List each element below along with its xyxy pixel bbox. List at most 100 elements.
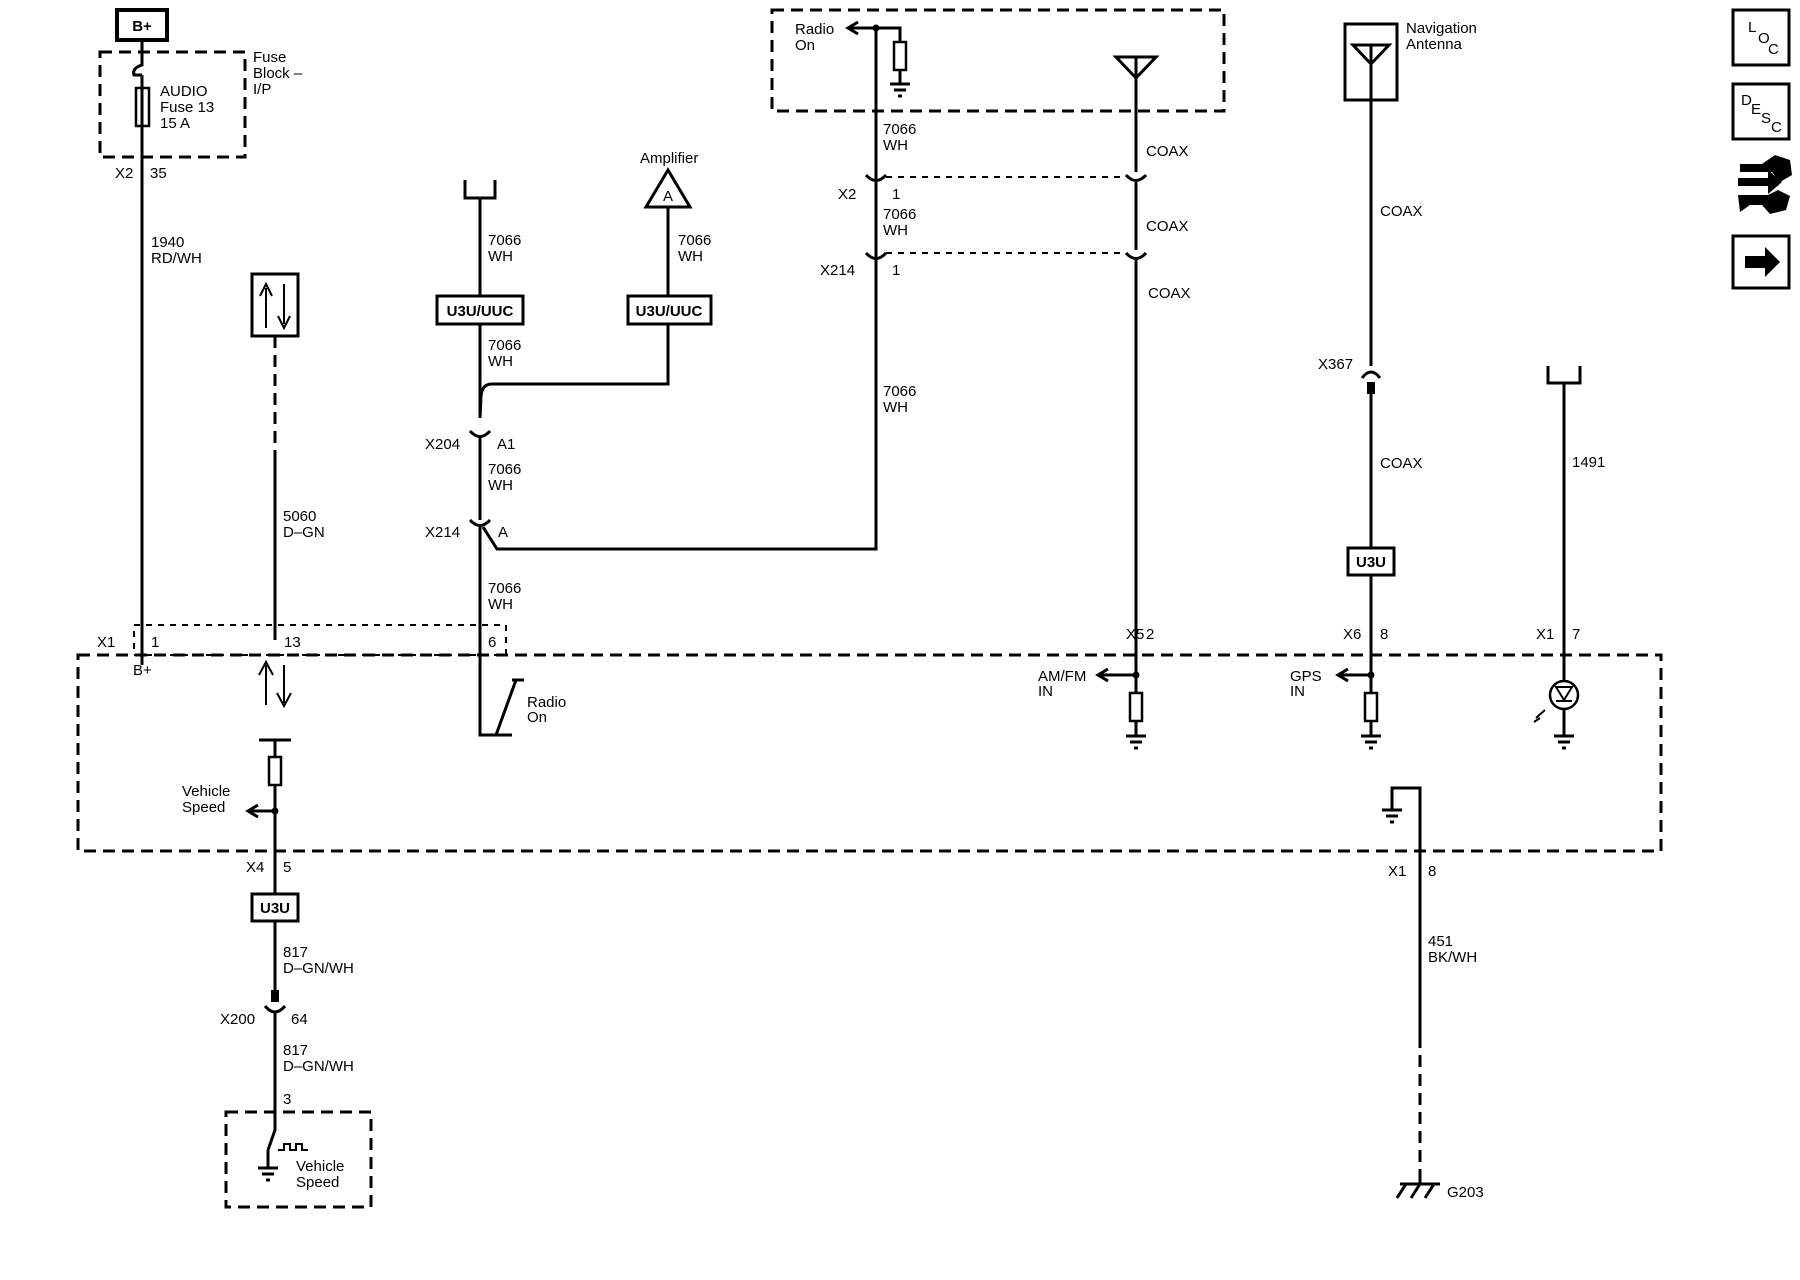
am-fm-label-2: IN <box>1038 683 1053 700</box>
loc-letter-l: L <box>1748 19 1756 36</box>
x1-pin-6: 6 <box>488 634 496 651</box>
battery-label: B+ <box>132 18 152 35</box>
amplifier-symbol: A <box>663 188 673 205</box>
module-radio-on-2: On <box>527 709 547 726</box>
wire-7066-label-c-color: WH <box>678 248 703 265</box>
x200-pin: 64 <box>291 1011 308 1028</box>
fuse-label-3: 15 A <box>160 115 190 132</box>
wire-7066-label-g-number: 7066 <box>883 206 916 223</box>
amplifier-label: Amplifier <box>640 150 698 167</box>
coax-label-3: COAX <box>1148 285 1191 302</box>
coax-label-2: COAX <box>1146 218 1189 235</box>
module-b-plus: B+ <box>133 662 152 679</box>
wire-5060-number: 5060 <box>283 508 316 525</box>
vss-label-1: Vehicle <box>296 1158 344 1175</box>
fuse-block-label-3: I/P <box>253 81 271 98</box>
wire-7066-label-d-color: WH <box>488 477 513 494</box>
gps-label-1: GPS <box>1290 668 1322 685</box>
wire-817-label-a-color: D–GN/WH <box>283 960 354 977</box>
x1b-pin: 7 <box>1572 626 1580 643</box>
x204-name: X204 <box>425 436 460 453</box>
coax-label-5: COAX <box>1380 455 1423 472</box>
x6-name: X6 <box>1343 626 1361 643</box>
vss-pin: 3 <box>283 1091 291 1108</box>
amplifier: Amplifier A <box>640 150 698 209</box>
wire-1940-color: RD/WH <box>151 250 202 267</box>
wire-7066-label-b-number: 7066 <box>488 337 521 354</box>
x4-pin: 5 <box>283 859 291 876</box>
x2-pin: 1 <box>892 186 900 203</box>
x1-pin-13: 13 <box>284 634 301 651</box>
description-button[interactable]: D E S C <box>1731 82 1791 141</box>
wire-7066-label-f-color: WH <box>883 137 908 154</box>
x204-pin: A1 <box>497 436 515 453</box>
wire-7066-label-g-color: WH <box>883 222 908 239</box>
gps-label-2: IN <box>1290 683 1305 700</box>
x5-pin: 2 <box>1146 626 1154 643</box>
x1-name: X1 <box>97 634 115 651</box>
wire-817-label-b-color: D–GN/WH <box>283 1058 354 1075</box>
location-button[interactable]: L O C <box>1731 8 1791 67</box>
desc-letter-c: C <box>1771 119 1782 136</box>
splice-1491 <box>1546 366 1582 385</box>
next-arrow-button[interactable] <box>1731 234 1791 290</box>
x214b-pin: 1 <box>892 262 900 279</box>
fuse-block-label-2: Block – <box>253 65 303 82</box>
vss-label-2: Speed <box>296 1174 339 1191</box>
wire-1940-number: 1940 <box>151 234 184 251</box>
vehicle-speed-sensor: Vehicle Speed <box>224 1110 373 1209</box>
module-vehicle-speed-2: Speed <box>182 799 225 816</box>
wire-7066-label-f-number: 7066 <box>883 121 916 138</box>
wire-7066-label-h-number: 7066 <box>883 383 916 400</box>
wire-817-label-b-number: 817 <box>283 1042 308 1059</box>
gps-input: GPS IN <box>1290 667 1381 750</box>
wire-7066-label-b-color: WH <box>488 353 513 370</box>
fuse-connector: X2 <box>115 165 133 182</box>
x5-name: X5 <box>1126 626 1144 643</box>
loc-letter-o: O <box>1758 30 1770 47</box>
radio-module-outline <box>76 653 1663 853</box>
wire-7066-label-c-number: 7066 <box>678 232 711 249</box>
connector-x367: X367 <box>1318 356 1382 394</box>
fuse-block-ip: Fuse Block – I/P AUDIO Fuse 13 15 A X2 3… <box>98 49 303 182</box>
module-radio-on-1: Radio <box>527 694 566 711</box>
desc-letter-e: E <box>1751 101 1761 118</box>
navigation-antenna: Navigation Antenna <box>1343 20 1477 102</box>
x1c-pin: 8 <box>1428 863 1436 880</box>
radio-on-top-1: Radio <box>795 21 834 38</box>
wire-7066-label-h-color: WH <box>883 399 908 416</box>
wire-451-number: 451 <box>1428 933 1453 950</box>
x367-name: X367 <box>1318 356 1353 373</box>
coax-label-1: COAX <box>1146 143 1189 160</box>
option-u3u-uuc-right: U3U/UUC <box>636 303 703 320</box>
am-fm-label-1: AM/FM <box>1038 668 1086 685</box>
wire-7066-label-d-number: 7066 <box>488 461 521 478</box>
fuse-label-1: AUDIO <box>160 83 208 100</box>
connector-x200: X200 64 <box>220 990 308 1028</box>
nav-antenna-label-2: Antenna <box>1406 36 1463 53</box>
x1c-name: X1 <box>1388 863 1406 880</box>
am-fm-input: AM/FM IN <box>1038 667 1146 750</box>
splice-7066-left <box>463 180 497 200</box>
wire-5060-color: D–GN <box>283 524 325 541</box>
wire-7066-label-e-color: WH <box>488 596 513 613</box>
wire-1491-label: 1491 <box>1572 454 1605 471</box>
coax-label-4: COAX <box>1380 203 1423 220</box>
ground-label: G203 <box>1447 1184 1484 1201</box>
x2-name: X2 <box>838 186 856 203</box>
x214a-name: X214 <box>425 524 460 541</box>
wire-451-color: BK/WH <box>1428 949 1477 966</box>
serial-data-symbol <box>250 272 300 338</box>
connector-repair-icon[interactable] <box>1738 155 1792 214</box>
wire-7066-label-a-color: WH <box>488 248 513 265</box>
x1b-name: X1 <box>1536 626 1554 643</box>
x4-name: X4 <box>246 859 264 876</box>
connector-x214-a: X214 A <box>425 518 508 541</box>
connector-x214-1: X214 1 <box>820 251 900 279</box>
option-u3u-uuc-left: U3U/UUC <box>447 303 514 320</box>
option-u3u-vss: U3U <box>260 900 290 917</box>
ground-g203-icon: G203 <box>1395 1172 1484 1201</box>
x214b-name: X214 <box>820 262 855 279</box>
radio-on-switch-icon: Radio On <box>494 678 566 736</box>
